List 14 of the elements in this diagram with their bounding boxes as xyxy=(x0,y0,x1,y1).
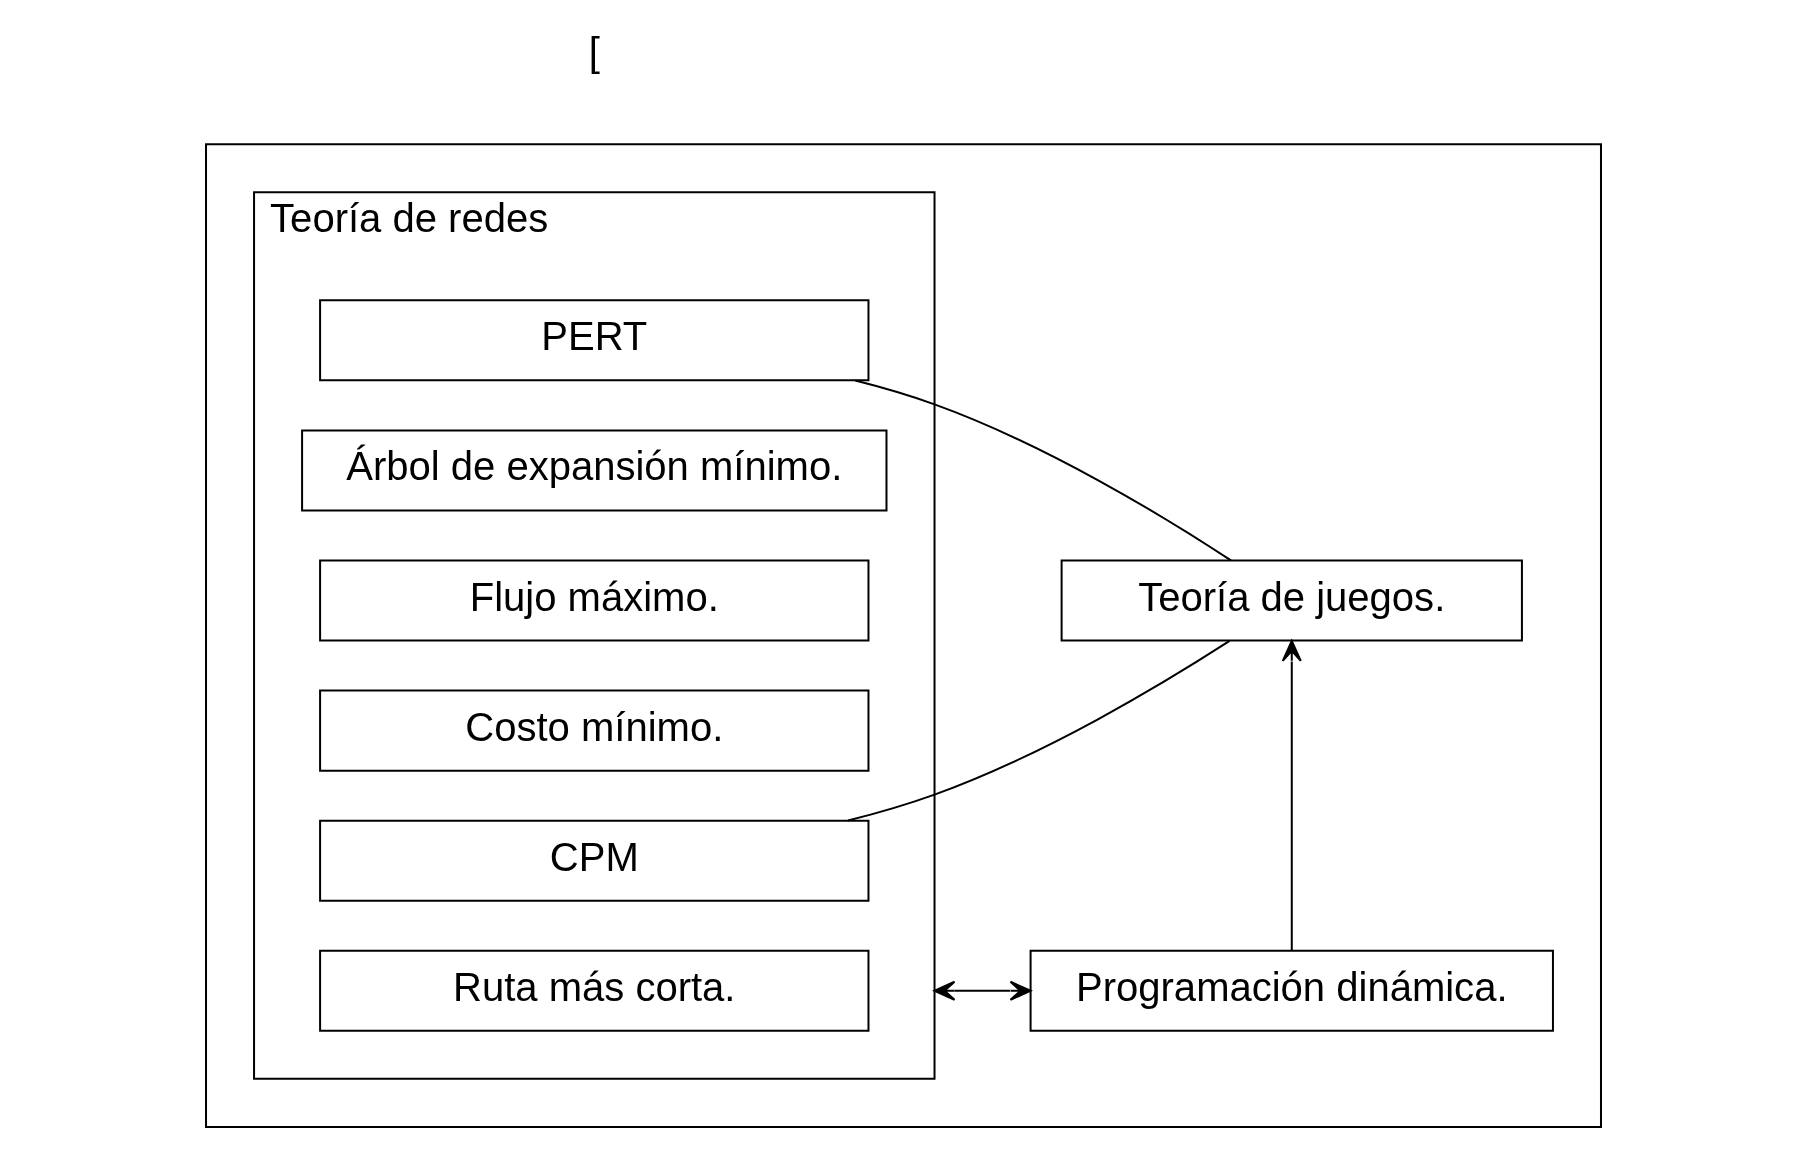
node-box: Árbol de expansión mínimo. xyxy=(301,429,888,512)
label: [ xyxy=(588,30,600,75)
connector xyxy=(854,379,1232,562)
node-box: Teoría de juegos. xyxy=(1060,559,1523,642)
connector xyxy=(847,639,1231,822)
node-box: Ruta más corta. xyxy=(319,949,870,1032)
node-box: CPM xyxy=(319,819,870,902)
node-box: Costo mínimo. xyxy=(319,689,870,772)
cluster xyxy=(205,143,1602,1128)
node-box: Programación dinámica. xyxy=(1029,949,1554,1032)
node-box: Flujo máximo. xyxy=(319,559,870,642)
arrow xyxy=(1281,639,1302,952)
arrow xyxy=(933,980,1032,1001)
node-box: PERT xyxy=(319,299,870,382)
